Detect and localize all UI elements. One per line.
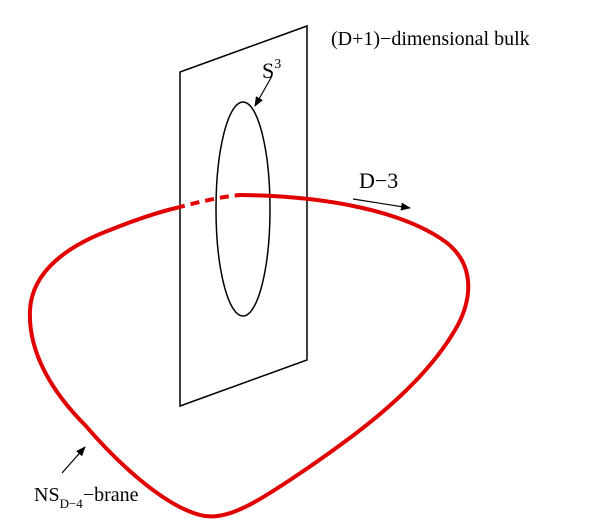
direction-label: D−3 bbox=[359, 168, 398, 193]
s3-label: S3 bbox=[262, 57, 281, 83]
ns-brane-hidden-segment bbox=[175, 193, 241, 210]
ns-brane-loop bbox=[27, 193, 471, 519]
brane-pointer-arrow bbox=[61, 446, 86, 474]
bulk-label: (D+1)−dimensional bulk bbox=[331, 28, 530, 50]
s3-sphere bbox=[215, 101, 271, 317]
transverse-plane bbox=[179, 24, 308, 408]
s3-pointer-arrow bbox=[254, 75, 273, 107]
direction-arrow bbox=[352, 198, 411, 211]
brane-label: NSD−4−brane bbox=[34, 484, 139, 511]
